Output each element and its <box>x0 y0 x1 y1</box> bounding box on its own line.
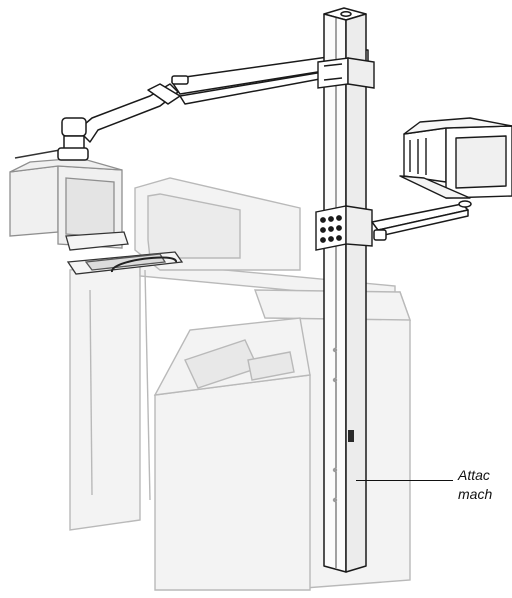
lower-post-clamp <box>315 205 373 251</box>
lower-monitor-arm <box>371 200 472 241</box>
mounting-post <box>323 7 367 573</box>
right-monitor <box>399 117 512 199</box>
callout-label: Attac mach <box>458 466 492 504</box>
left-monitor-ghost <box>9 149 123 249</box>
upper-post-clamp <box>317 57 375 89</box>
post-holes <box>332 347 354 503</box>
callout-label-line-2: mach <box>458 486 493 502</box>
keyboard-tray <box>65 231 184 275</box>
callout-label-line-1: Attac <box>458 467 490 483</box>
callout-leader-line <box>356 480 453 481</box>
